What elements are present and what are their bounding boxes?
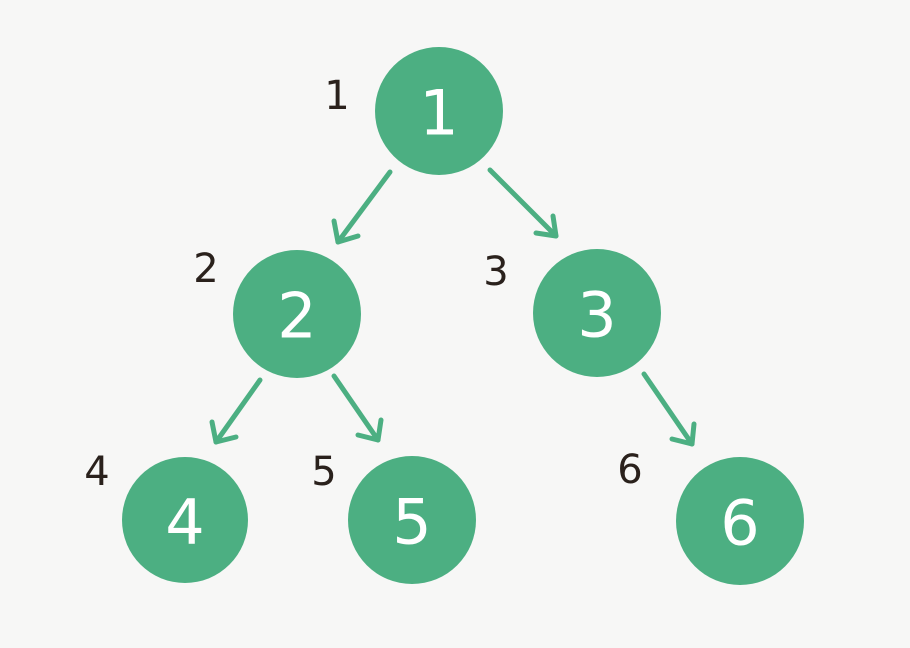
- node-circle: [533, 249, 661, 377]
- edge-1-3: [487, 167, 559, 239]
- node-label: 5: [392, 486, 431, 559]
- node-label: 6: [720, 487, 759, 560]
- edge-2-4: [209, 377, 263, 445]
- edge-2-5: [331, 373, 384, 443]
- tree-node-2: 2 2: [193, 246, 361, 378]
- tree-node-6: 6 6: [617, 447, 804, 585]
- tree-node-4: 4 4: [84, 449, 248, 583]
- node-circle: [676, 457, 804, 585]
- edge-3-6: [641, 371, 697, 447]
- tree-node-3: 3 3: [483, 249, 661, 377]
- node-circle: [375, 47, 503, 175]
- node-label: 1: [419, 77, 458, 150]
- node-label: 2: [277, 280, 316, 353]
- node-circle: [233, 250, 361, 378]
- tree-node-1: 1 1: [324, 47, 503, 175]
- node-circle: [122, 457, 248, 583]
- tree-node-5: 5 5: [311, 449, 476, 584]
- node-label: 3: [577, 279, 616, 352]
- node-index-label: 2: [193, 246, 218, 292]
- node-index-label: 4: [84, 449, 109, 495]
- nodes-layer: 1 1 2 2 3 3 4 4 5 5 6 6: [84, 47, 804, 585]
- node-index-label: 3: [483, 249, 508, 295]
- node-index-label: 5: [311, 449, 336, 495]
- node-label: 4: [165, 486, 204, 559]
- node-index-label: 1: [324, 73, 349, 119]
- edges-layer: [209, 167, 697, 447]
- edge-1-2: [331, 169, 393, 245]
- node-index-label: 6: [617, 447, 642, 493]
- node-circle: [348, 456, 476, 584]
